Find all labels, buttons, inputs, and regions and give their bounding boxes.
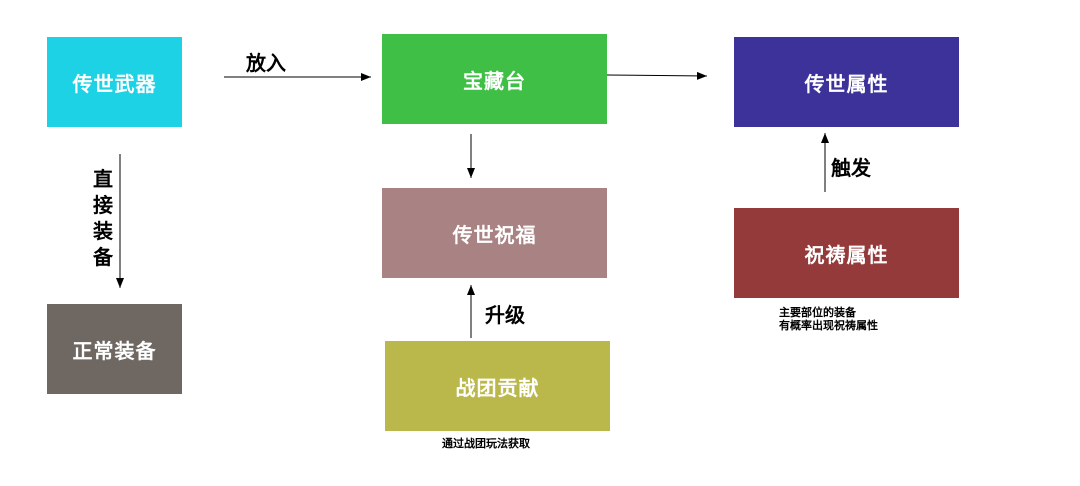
heirloom-attribute-label: 传世属性 [804, 71, 889, 96]
note-prayer-attribute: 主要部位的装备 有概率出现祝祷属性 [779, 306, 878, 332]
heirloom-weapon-label: 传世武器 [72, 71, 157, 96]
heirloom-blessing-box: 传世祝福 [382, 188, 607, 278]
heirloom-blessing-label: 传世祝福 [452, 222, 537, 247]
prayer-attribute-box: 祝祷属性 [734, 208, 959, 298]
treasure-altar-label: 宝藏台 [463, 68, 526, 93]
arrow-altar-to-attribute [605, 71, 708, 80]
heirloom-weapon-box: 传世武器 [47, 37, 182, 127]
edge-label-upgrade: 升级 [485, 303, 525, 327]
treasure-altar-box: 宝藏台 [382, 34, 607, 124]
edge-label-trigger: 触发 [831, 156, 871, 180]
prayer-attribute-label: 祝祷属性 [804, 242, 889, 267]
edge-label-equip-directly: 直接装备 [93, 167, 113, 269]
guild-contribution-label: 战团贡献 [455, 375, 540, 400]
heirloom-attribute-box: 传世属性 [734, 37, 959, 127]
guild-contribution-box: 战团贡献 [385, 341, 610, 431]
normal-equipment-box: 正常装备 [47, 304, 182, 394]
normal-equipment-label: 正常装备 [72, 338, 157, 363]
edge-label-put-in: 放入 [246, 51, 286, 75]
note-prayer-line2: 有概率出现祝祷属性 [779, 319, 878, 332]
note-prayer-line1: 主要部位的装备 [779, 306, 856, 319]
note-guild-source: 通过战团玩法获取 [442, 437, 530, 450]
